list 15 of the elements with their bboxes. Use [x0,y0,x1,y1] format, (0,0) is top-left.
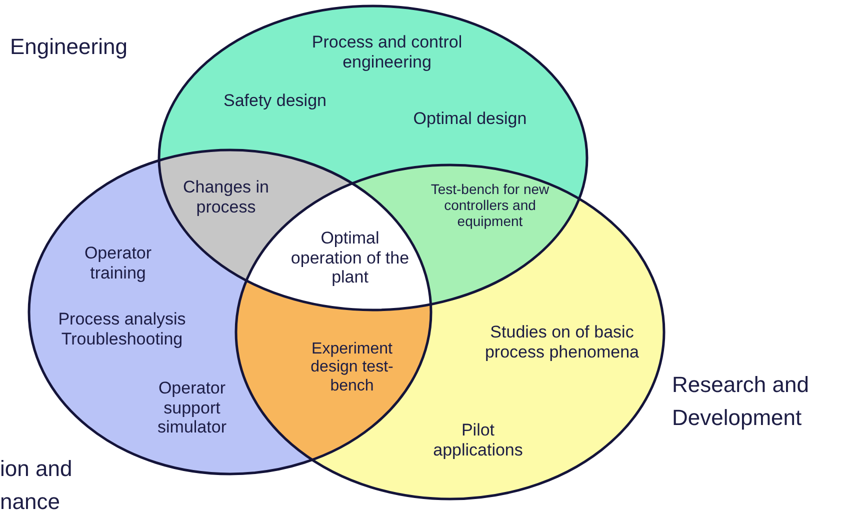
region-label: Safety design [222,91,328,111]
overlap-label: Optimal operation of the plant [290,228,410,288]
circle-heading: Research and Development [672,371,810,432]
circle-heading: ion and nance [0,455,74,513]
region-label: Process analysis Troubleshooting [57,309,187,349]
region-label: Process and control engineering [310,32,464,72]
region-label: Operator support simulator [156,378,228,438]
overlap-label: Experiment design test-bench [310,340,394,396]
overlap-label: Changes in process [182,177,270,217]
circle-heading: Engineering [10,33,128,61]
region-label: Pilot applications [432,420,524,460]
overlap-label: Test-bench for new controllers and equipment [430,180,550,230]
region-label: Studies on of basic process phenomena [484,322,640,362]
region-label: Optimal design [412,109,528,129]
region-label: Operator training [83,243,153,283]
